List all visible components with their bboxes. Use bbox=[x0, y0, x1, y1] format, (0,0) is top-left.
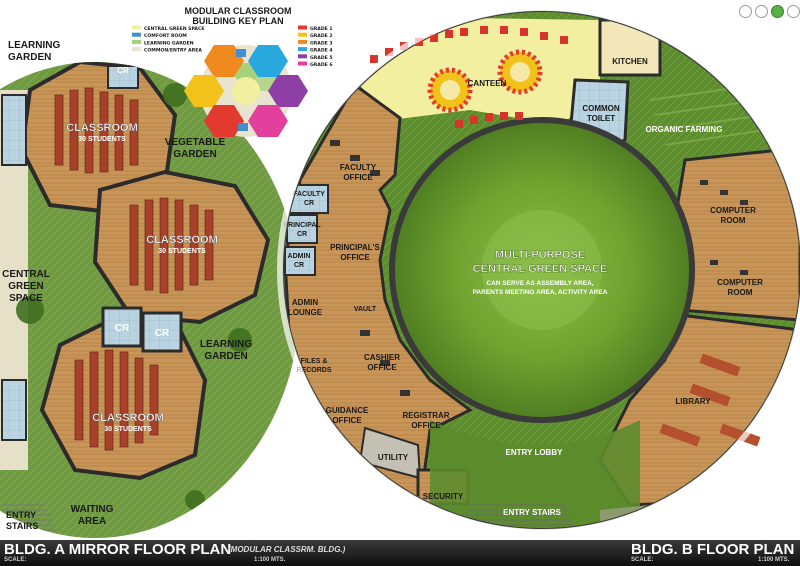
legend-label: COMMON/ENTRY AREA bbox=[144, 48, 202, 54]
svg-text:30 STUDENTS: 30 STUDENTS bbox=[158, 248, 206, 255]
canteen-floor bbox=[355, 18, 600, 125]
cr-label-2: CR bbox=[115, 323, 130, 334]
legend-label: LEARNING GARDEN bbox=[144, 40, 194, 46]
classroom-label-3: CLASSROOM 30 STUDENTS bbox=[92, 412, 164, 433]
key-plan-title-2: BUILDING KEY PLAN bbox=[192, 16, 283, 26]
security-label: SECURITY bbox=[423, 492, 464, 501]
legend-label: GRADE 3 bbox=[310, 40, 333, 46]
title-bar: BLDG. A MIRROR FLOOR PLAN (MODULAR CLASS… bbox=[0, 540, 800, 566]
cr-a3 bbox=[141, 311, 183, 353]
page-dot-3[interactable] bbox=[771, 5, 784, 18]
canteen-tables bbox=[370, 26, 568, 128]
legend-swatch bbox=[298, 25, 307, 30]
building-a-scale-value: 1:100 MTS. bbox=[254, 557, 286, 563]
page-dot-2[interactable] bbox=[755, 5, 768, 18]
office-furniture bbox=[330, 140, 748, 396]
page-dot-4[interactable] bbox=[787, 5, 800, 18]
cr-label-1: CR bbox=[117, 66, 129, 75]
legend-swatch bbox=[132, 25, 141, 30]
legend-label: GRADE 4 bbox=[310, 48, 333, 54]
svg-text:PARENTS MEETING AREA, ACTIVITY: PARENTS MEETING AREA, ACTIVITY AREA bbox=[473, 289, 608, 296]
legend-label: GRADE 2 bbox=[310, 33, 333, 39]
legend-label: GRADE 1 bbox=[310, 26, 333, 32]
central-green-title: MULTI-PURPOSE CENTRAL GREEN SPACE CAN SE… bbox=[472, 249, 608, 296]
svg-text:CAN SERVE AS ASSEMBLY AREA,: CAN SERVE AS ASSEMBLY AREA, bbox=[486, 280, 593, 287]
building-b-scale-label: SCALE: bbox=[631, 557, 654, 563]
cr-a1 bbox=[107, 65, 139, 89]
legend-swatch bbox=[298, 54, 307, 59]
legend-label: CENTRAL GREEN SPACE bbox=[144, 26, 204, 32]
kitchen-label: KITCHEN bbox=[612, 57, 648, 66]
library-label: LIBRARY bbox=[675, 397, 711, 406]
svg-text:CLASSROOM: CLASSROOM bbox=[66, 122, 138, 134]
legend-swatch bbox=[132, 47, 141, 52]
legend-label: COMFORT ROOM bbox=[144, 33, 187, 39]
legend-swatch bbox=[298, 61, 307, 66]
classroom-label-2: CLASSROOM 30 STUDENTS bbox=[146, 234, 218, 255]
svg-text:MULTI-PURPOSE: MULTI-PURPOSE bbox=[495, 249, 585, 261]
svg-text:CLASSROOM: CLASSROOM bbox=[92, 412, 164, 424]
building-a-subtitle: (MODULAR CLASSRM. BLDG.) bbox=[228, 545, 346, 554]
key-plan: MODULAR CLASSROOM BUILDING KEY PLAN CENT… bbox=[128, 3, 346, 145]
legend-label: GRADE 5 bbox=[310, 55, 333, 61]
building-b-scale-value: 1:100 MTS. bbox=[758, 557, 790, 563]
cr-a2 bbox=[101, 306, 143, 348]
legend-swatch bbox=[298, 32, 307, 37]
legend-swatch bbox=[132, 32, 141, 37]
svg-text:CENTRAL GREEN SPACE: CENTRAL GREEN SPACE bbox=[473, 263, 608, 275]
legend-swatch bbox=[132, 39, 141, 44]
kitchen-room bbox=[598, 18, 662, 77]
svg-text:30 STUDENTS: 30 STUDENTS bbox=[78, 136, 126, 143]
legend-swatch bbox=[298, 39, 307, 44]
svg-text:30 STUDENTS: 30 STUDENTS bbox=[104, 426, 152, 433]
key-plan-diagram bbox=[184, 45, 308, 137]
files-records-label: FILES &RECORDS bbox=[296, 358, 331, 374]
vault-label: VAULT bbox=[354, 306, 377, 313]
cr-label-3: CR bbox=[155, 328, 170, 339]
organic-farming-label: ORGANIC FARMING bbox=[646, 125, 723, 134]
key-plan-title-1: MODULAR CLASSROOM bbox=[185, 6, 292, 16]
legend-swatch bbox=[298, 47, 307, 52]
building-a-title: BLDG. A MIRROR FLOOR PLAN bbox=[4, 541, 232, 558]
svg-text:CLASSROOM: CLASSROOM bbox=[146, 234, 218, 246]
page-dot-1[interactable] bbox=[739, 5, 752, 18]
canteen-label: CANTEEN bbox=[468, 79, 507, 88]
building-a-scale-label: SCALE: bbox=[4, 557, 27, 563]
classroom-label-1: CLASSROOM 30 STUDENTS bbox=[66, 122, 138, 143]
entry-stairs-b-label: ENTRY STAIRS bbox=[503, 508, 561, 517]
utility-label: UTILITY bbox=[378, 453, 409, 462]
entry-lobby-label: ENTRY LOBBY bbox=[506, 448, 564, 457]
legend-label: GRADE 6 bbox=[310, 62, 333, 68]
building-b-title: BLDG. B FLOOR PLAN bbox=[631, 541, 795, 558]
